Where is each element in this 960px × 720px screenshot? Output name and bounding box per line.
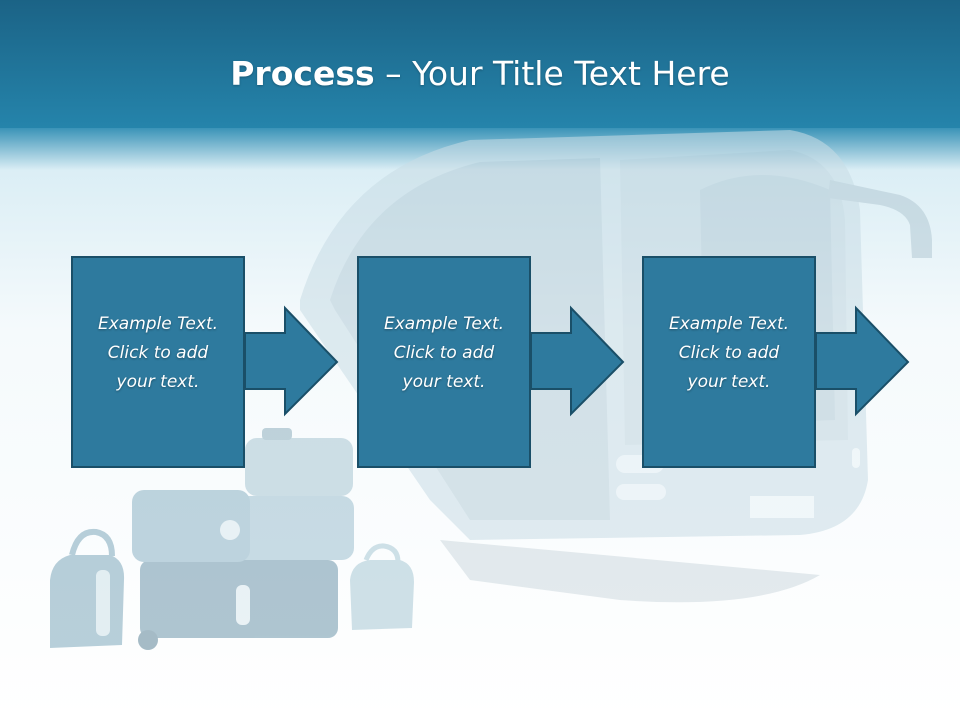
step-text-line-1: Example Text.	[383, 314, 505, 334]
step-text-line-2: Click to add	[107, 343, 209, 363]
step-text[interactable]: Example Text. Click to add your text.	[71, 310, 245, 397]
step-box	[71, 256, 245, 468]
process-step-3[interactable]: Example Text. Click to add your text.	[642, 256, 914, 468]
step-1-shape	[71, 256, 339, 468]
title-rest: – Your Title Text Here	[374, 54, 730, 93]
right-arrow-icon	[815, 305, 910, 417]
process-step-2[interactable]: Example Text. Click to add your text.	[357, 256, 629, 468]
process-step-1[interactable]: Example Text. Click to add your text.	[71, 256, 343, 468]
step-text-line-3: your text.	[402, 372, 486, 392]
step-box	[642, 256, 816, 468]
step-text-line-1: Example Text.	[668, 314, 790, 334]
step-text[interactable]: Example Text. Click to add your text.	[357, 310, 531, 397]
right-arrow-icon	[244, 305, 339, 417]
step-text-line-2: Click to add	[678, 343, 780, 363]
step-text-line-3: your text.	[116, 372, 200, 392]
step-text[interactable]: Example Text. Click to add your text.	[642, 310, 816, 397]
slide-title[interactable]: Process – Your Title Text Here	[0, 52, 960, 96]
step-3-shape	[642, 256, 910, 468]
title-bar	[0, 0, 960, 128]
step-box	[357, 256, 531, 468]
step-2-shape	[357, 256, 625, 468]
step-text-line-3: your text.	[687, 372, 771, 392]
step-text-line-1: Example Text.	[97, 314, 219, 334]
title-bold: Process	[230, 54, 375, 93]
right-arrow-icon	[530, 305, 625, 417]
step-text-line-2: Click to add	[393, 343, 495, 363]
